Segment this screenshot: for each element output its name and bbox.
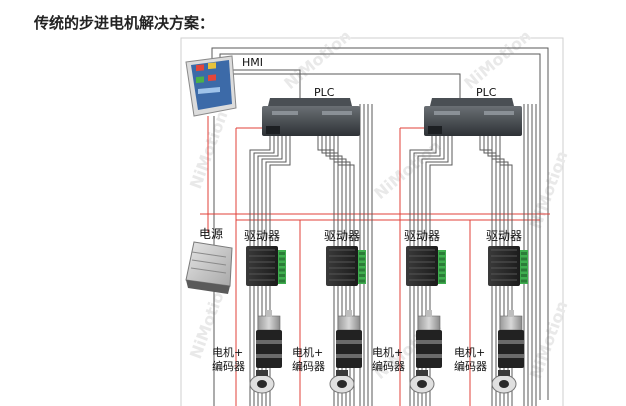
watermark-logo-text: NiMotion	[526, 298, 572, 381]
driver-label-4: 驱动器	[486, 229, 522, 243]
driver-unit-2	[326, 246, 366, 286]
frame-border	[180, 37, 564, 406]
driver-unit-1	[246, 246, 286, 286]
motor-encoder-1	[249, 310, 282, 394]
driver-unit-4	[488, 246, 528, 286]
motor-label-4-line1: 电机+	[454, 345, 485, 359]
watermark-logo-text: NiMotion	[280, 26, 355, 93]
plc-unit-1	[262, 98, 360, 136]
power-label: 电源	[199, 227, 223, 241]
motor-label-3-line2: 编码器	[372, 359, 405, 373]
watermark-logo-text: NiMotion	[186, 108, 232, 191]
labels: HMI PLC PLC 电源 驱动器驱动器驱动器驱动器 电机+编码器电机+编码器…	[199, 56, 522, 373]
hmi-plc-wire	[232, 73, 461, 100]
devices	[185, 55, 528, 394]
diagram-frame	[180, 37, 564, 406]
driver-unit-3	[406, 246, 446, 286]
motor-label-3-line1: 电机+	[372, 345, 403, 359]
watermark-logo-text: NiMotion	[370, 136, 445, 203]
driver-units	[246, 246, 528, 286]
hmi-plc-wire	[232, 69, 301, 100]
motor-encoder-3	[409, 310, 442, 394]
hmi-panel	[185, 55, 237, 117]
driver-label-1: 驱动器	[244, 229, 280, 243]
page-heading: 传统的步进电机解决方案：	[34, 14, 215, 32]
plc-unit-2	[424, 98, 522, 136]
motor-encoder-4	[491, 310, 524, 394]
motor-label-4-line2: 编码器	[454, 359, 487, 373]
hmi-bus-wire	[211, 47, 549, 400]
motor-label-2-line2: 编码器	[292, 359, 325, 373]
plc-label-1: PLC	[314, 86, 335, 99]
driver-label-3: 驱动器	[404, 229, 440, 243]
hmi-label: HMI	[242, 56, 263, 69]
driver-label-2: 驱动器	[324, 229, 360, 243]
motor-label-2-line1: 电机+	[292, 345, 323, 359]
motor-label-1-line1: 电机+	[212, 345, 243, 359]
motor-encoder-units	[249, 310, 524, 394]
plc-label-2: PLC	[476, 86, 497, 99]
motor-label-1-line2: 编码器	[212, 359, 245, 373]
power-supply	[185, 241, 233, 294]
motor-encoder-2	[329, 310, 362, 394]
watermark-logo-text: NiMotion	[460, 26, 535, 93]
watermark-logo-text: NiMotion	[526, 148, 572, 231]
